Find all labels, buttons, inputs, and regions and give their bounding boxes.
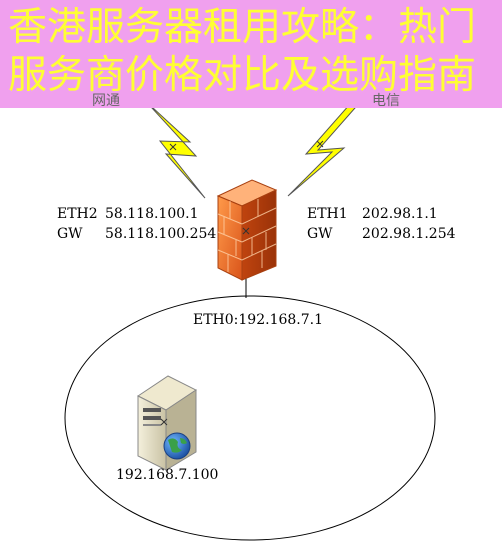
left-eth-name: ETH2 <box>57 206 98 222</box>
banner-title-line-1: 香港服务器租用攻略：热门 <box>8 5 477 50</box>
lan-boundary <box>64 295 436 541</box>
server-icon <box>137 375 197 471</box>
lightning-right-icon <box>287 98 364 197</box>
right-gw-label: GW <box>307 226 333 242</box>
title-banner: 香港服务器租用攻略：热门 服务商价格对比及选购指南 <box>0 0 502 108</box>
right-eth-ip: 202.98.1.1 <box>362 206 438 222</box>
isp-right-label: 电信 <box>372 93 400 109</box>
left-eth-ip: 58.118.100.1 <box>105 206 199 222</box>
banner-title-line-2: 服务商价格对比及选购指南 <box>8 53 477 98</box>
right-gw-ip: 202.98.1.254 <box>362 226 456 242</box>
lan-interface-label: ETH0:192.168.7.1 <box>193 312 323 328</box>
lightning-left-icon <box>139 95 206 199</box>
globe-icon <box>163 432 191 460</box>
firewall-icon <box>216 179 278 281</box>
server-ip-label: 192.168.7.100 <box>116 467 219 483</box>
isp-left-label: 网通 <box>92 93 120 109</box>
left-gw-ip: 58.118.100.254 <box>105 226 217 242</box>
left-gw-label: GW <box>57 226 83 242</box>
right-eth-name: ETH1 <box>307 206 348 222</box>
